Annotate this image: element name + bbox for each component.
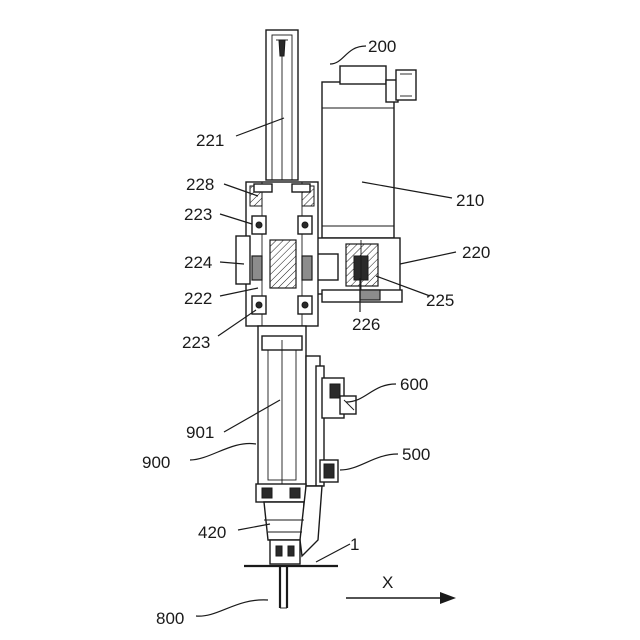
label-800: 800 xyxy=(156,609,184,628)
label-200: 200 xyxy=(368,37,396,56)
label-225: 225 xyxy=(426,291,454,310)
label-900: 900 xyxy=(142,453,170,472)
label-210: 210 xyxy=(456,191,484,210)
bearing-housing xyxy=(236,182,318,326)
upper-guide-tube xyxy=(266,30,298,180)
label-220: 220 xyxy=(462,243,490,262)
label-228: 228 xyxy=(186,175,214,194)
label-901: 901 xyxy=(186,423,214,442)
bracket-600 xyxy=(322,378,356,418)
actuator-500 xyxy=(320,460,338,482)
tip-800 xyxy=(280,566,287,608)
motor-210 xyxy=(322,66,416,238)
label-221: 221 xyxy=(196,131,224,150)
gear-housing-220 xyxy=(306,238,402,302)
label-1: 1 xyxy=(350,535,359,554)
label-500: 500 xyxy=(402,445,430,464)
label-222: 222 xyxy=(184,289,212,308)
label-224: 224 xyxy=(184,253,212,272)
label-x: X xyxy=(382,573,393,592)
direction-arrow-x xyxy=(346,592,456,604)
label-420: 420 xyxy=(198,523,226,542)
nozzle-assembly xyxy=(256,484,322,564)
label-226: 226 xyxy=(352,315,380,334)
label-223-lower: 223 xyxy=(182,333,210,352)
label-223-upper: 223 xyxy=(184,205,212,224)
label-600: 600 xyxy=(400,375,428,394)
